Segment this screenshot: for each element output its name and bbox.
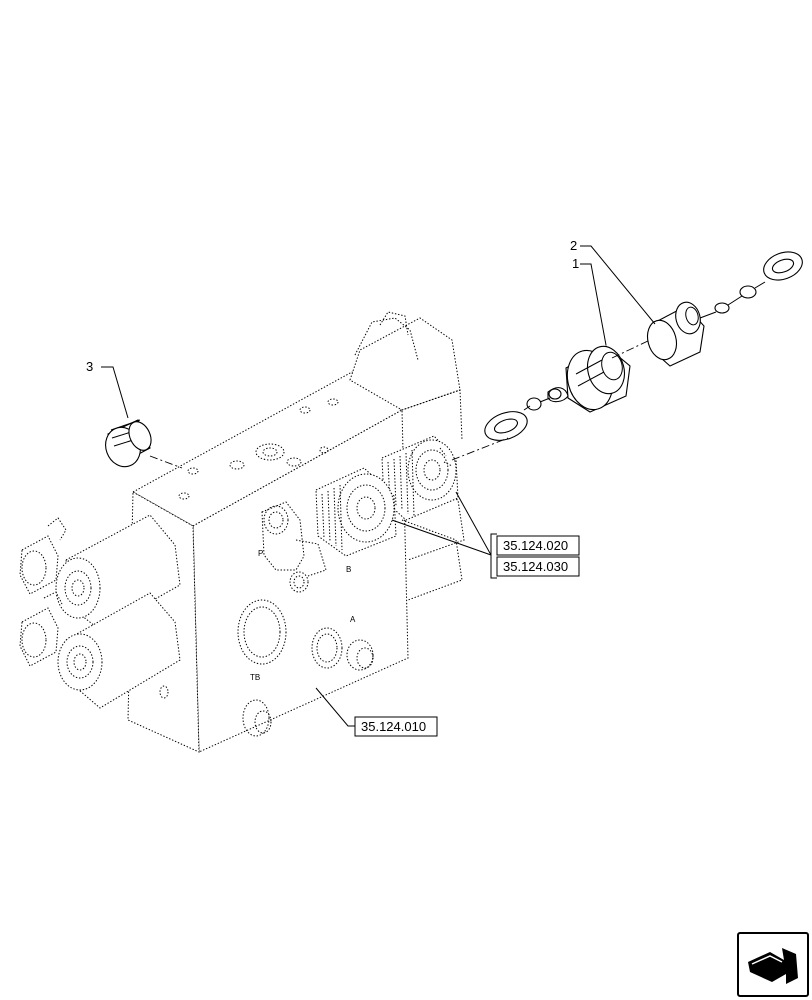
port-mark-b: B [346, 565, 351, 574]
item-number-3: 3 [86, 359, 93, 374]
callout-35-124-020[interactable]: 35.124.020 [496, 535, 580, 556]
leader-lines [101, 245, 656, 727]
item-3-plug [105, 419, 152, 468]
callout-35-124-030[interactable]: 35.124.030 [496, 556, 580, 577]
port-mark-p: P [258, 549, 263, 558]
port-mark-tb: TB [250, 673, 260, 682]
item-2-dust-cap [646, 251, 803, 367]
quick-couplers [315, 435, 459, 557]
item-1-dust-cap [484, 345, 631, 441]
item-number-2: 2 [570, 238, 577, 253]
callout-35-124-010-label: 35.124.010 [361, 719, 426, 734]
port-mark-a: A [350, 615, 356, 624]
hydraulic-valve-block: P B A TB [127, 311, 465, 753]
callout-35-124-010[interactable]: 35.124.010 [354, 716, 438, 737]
callout-35-124-020-label: 35.124.020 [503, 538, 568, 553]
item-number-1: 1 [572, 256, 579, 271]
next-page-arrow-icon[interactable] [737, 932, 809, 997]
assembly-axis-lines [149, 339, 651, 469]
callout-35-124-030-label: 35.124.030 [503, 559, 568, 574]
solenoid-coils [19, 514, 181, 709]
